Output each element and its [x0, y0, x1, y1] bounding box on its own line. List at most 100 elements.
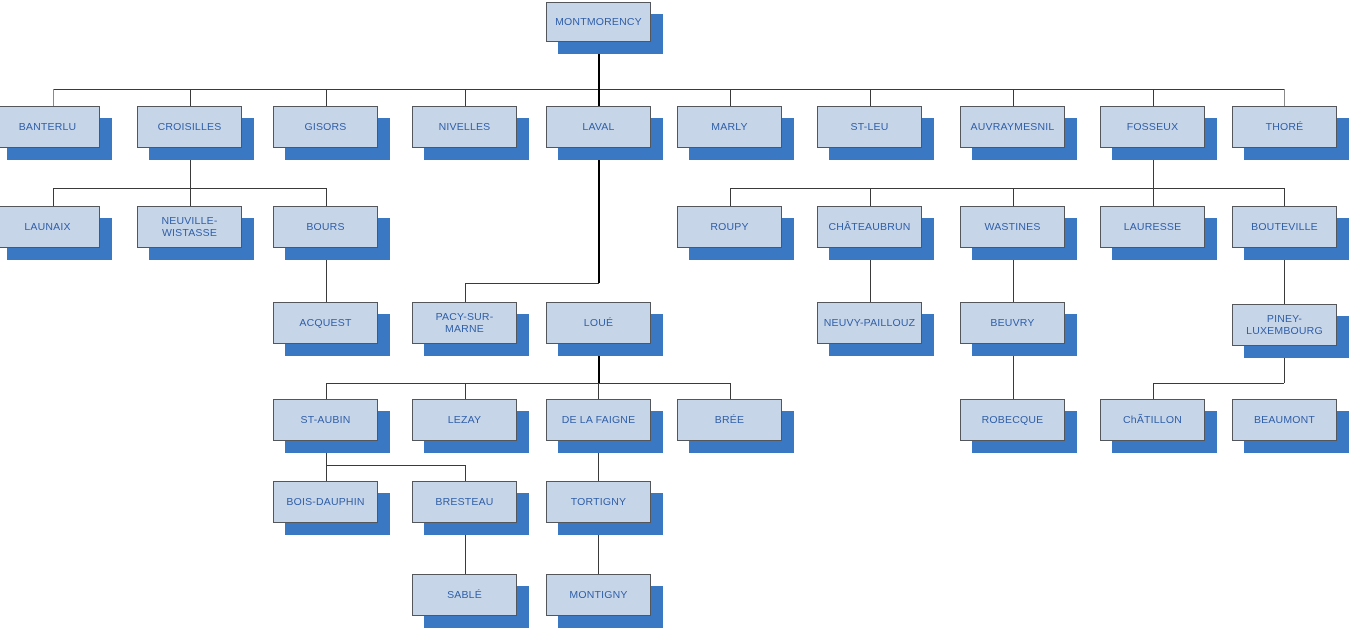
node-face[interactable]: BEUVRY — [960, 302, 1065, 344]
node-loue[interactable]: LOUÉ — [546, 302, 663, 356]
node-sable[interactable]: SABLÉ — [412, 574, 529, 628]
node-face[interactable]: CHÂTEAUBRUN — [817, 206, 922, 248]
node-face[interactable]: BOIS-DAUPHIN — [273, 481, 378, 523]
connector-drop-bois-dauphin — [326, 465, 327, 482]
connector-drop-croisilles — [190, 89, 191, 106]
connector-edge-wastines-beuvry — [1013, 248, 1014, 302]
node-face[interactable]: BRÉE — [677, 399, 782, 441]
node-laval[interactable]: LAVAL — [546, 106, 663, 160]
node-label: GISORS — [304, 120, 347, 133]
node-bois-dauphin[interactable]: BOIS-DAUPHIN — [273, 481, 390, 535]
node-beuvry[interactable]: BEUVRY — [960, 302, 1077, 356]
node-face[interactable]: ST-AUBIN — [273, 399, 378, 441]
node-chateaubrun[interactable]: CHÂTEAUBRUN — [817, 206, 934, 260]
node-face[interactable]: MONTIGNY — [546, 574, 651, 616]
connector-drop-lezay — [465, 383, 466, 400]
node-st-leu[interactable]: ST-LEU — [817, 106, 934, 160]
connector-drop-chatillon — [1153, 383, 1154, 400]
connector-drop-fosseux — [1153, 89, 1154, 106]
node-face[interactable]: DE LA FAIGNE — [546, 399, 651, 441]
node-face[interactable]: BANTERLU — [0, 106, 100, 148]
node-label: ACQUEST — [299, 316, 352, 329]
node-label: ST-LEU — [850, 120, 889, 133]
node-chatillon[interactable]: ChÃTILLON — [1100, 399, 1217, 453]
node-pacy-sur-marne[interactable]: PACY-SUR-MARNE — [412, 302, 529, 356]
node-face[interactable]: LAVAL — [546, 106, 651, 148]
node-bresteau[interactable]: BRESTEAU — [412, 481, 529, 535]
node-fosseux[interactable]: FOSSEUX — [1100, 106, 1217, 160]
connector-riser-loue — [598, 344, 600, 383]
node-face[interactable]: MONTMORENCY — [546, 2, 651, 42]
node-face[interactable]: THORÉ — [1232, 106, 1337, 148]
node-lauresse[interactable]: LAURESSE — [1100, 206, 1217, 260]
node-neuvy-paillouz[interactable]: NEUVY-PAILLOUZ — [817, 302, 934, 356]
node-face[interactable]: LAUNAIX — [0, 206, 100, 248]
node-face[interactable]: ROUPY — [677, 206, 782, 248]
node-face[interactable]: LEZAY — [412, 399, 517, 441]
node-face[interactable]: TORTIGNY — [546, 481, 651, 523]
node-st-aubin[interactable]: ST-AUBIN — [273, 399, 390, 453]
node-face[interactable]: NEUVILLE- WISTASSE — [137, 206, 242, 248]
node-label: PACY-SUR-MARNE — [435, 310, 494, 336]
connector-drop-nivelles — [465, 89, 466, 106]
node-face[interactable]: GISORS — [273, 106, 378, 148]
node-montigny[interactable]: MONTIGNY — [546, 574, 663, 628]
node-roupy[interactable]: ROUPY — [677, 206, 794, 260]
node-face[interactable]: NIVELLES — [412, 106, 517, 148]
node-thore[interactable]: THORÉ — [1232, 106, 1349, 160]
node-face[interactable]: BOURS — [273, 206, 378, 248]
node-label: BRESTEAU — [435, 495, 494, 508]
node-label: BANTERLU — [18, 120, 77, 133]
node-montmorency[interactable]: MONTMORENCY — [546, 2, 663, 54]
connector-bus-fosseux-children — [730, 188, 1284, 189]
node-face[interactable]: WASTINES — [960, 206, 1065, 248]
connector-edge-bouteville-piney — [1284, 248, 1285, 304]
connector-drop-st-aubin — [326, 383, 327, 400]
node-label: THORÉ — [1265, 120, 1304, 133]
node-face[interactable]: PACY-SUR-MARNE — [412, 302, 517, 344]
node-launaix[interactable]: LAUNAIX — [0, 206, 112, 260]
node-bours[interactable]: BOURS — [273, 206, 390, 260]
node-face[interactable]: ROBECQUE — [960, 399, 1065, 441]
node-marly[interactable]: MARLY — [677, 106, 794, 160]
node-acquest[interactable]: ACQUEST — [273, 302, 390, 356]
node-banterlu[interactable]: BANTERLU — [0, 106, 112, 160]
node-beaumont[interactable]: BEAUMONT — [1232, 399, 1349, 453]
connector-bus-loue-children — [326, 383, 730, 384]
node-label: ChÃTILLON — [1123, 413, 1182, 426]
node-robecque[interactable]: ROBECQUE — [960, 399, 1077, 453]
node-de-la-faigne[interactable]: DE LA FAIGNE — [546, 399, 663, 453]
node-face[interactable]: PINEY- LUXEMBOURG — [1232, 304, 1337, 346]
connector-riser-piney — [1284, 346, 1285, 383]
node-face[interactable]: MARLY — [677, 106, 782, 148]
node-label: NEUVILLE- WISTASSE — [161, 214, 218, 240]
node-face[interactable]: LAURESSE — [1100, 206, 1205, 248]
node-face[interactable]: NEUVY-PAILLOUZ — [817, 302, 922, 344]
node-face[interactable]: BOUTEVILLE — [1232, 206, 1337, 248]
node-face[interactable]: AUVRAYMESNIL — [960, 106, 1065, 148]
connector-edge-bours-acquest — [326, 248, 327, 302]
node-label: ROUPY — [710, 220, 749, 233]
node-croisilles[interactable]: CROISILLES — [137, 106, 254, 160]
node-wastines[interactable]: WASTINES — [960, 206, 1077, 260]
node-face[interactable]: FOSSEUX — [1100, 106, 1205, 148]
node-nivelles[interactable]: NIVELLES — [412, 106, 529, 160]
node-face[interactable]: BEAUMONT — [1232, 399, 1337, 441]
node-tortigny[interactable]: TORTIGNY — [546, 481, 663, 535]
node-piney-luxembourg[interactable]: PINEY- LUXEMBOURG — [1232, 304, 1349, 358]
node-face[interactable]: CROISILLES — [137, 106, 242, 148]
node-auvraymesnil[interactable]: AUVRAYMESNIL — [960, 106, 1077, 160]
node-face[interactable]: ST-LEU — [817, 106, 922, 148]
node-face[interactable]: ACQUEST — [273, 302, 378, 344]
node-face[interactable]: BRESTEAU — [412, 481, 517, 523]
node-neuville[interactable]: NEUVILLE- WISTASSE — [137, 206, 254, 260]
node-face[interactable]: SABLÉ — [412, 574, 517, 616]
node-bouteville[interactable]: BOUTEVILLE — [1232, 206, 1349, 260]
connector-edge-faigne-tortigny — [598, 441, 599, 482]
node-face[interactable]: LOUÉ — [546, 302, 651, 344]
node-lezay[interactable]: LEZAY — [412, 399, 529, 453]
node-gisors[interactable]: GISORS — [273, 106, 390, 160]
node-face[interactable]: ChÃTILLON — [1100, 399, 1205, 441]
node-bree[interactable]: BRÉE — [677, 399, 794, 453]
